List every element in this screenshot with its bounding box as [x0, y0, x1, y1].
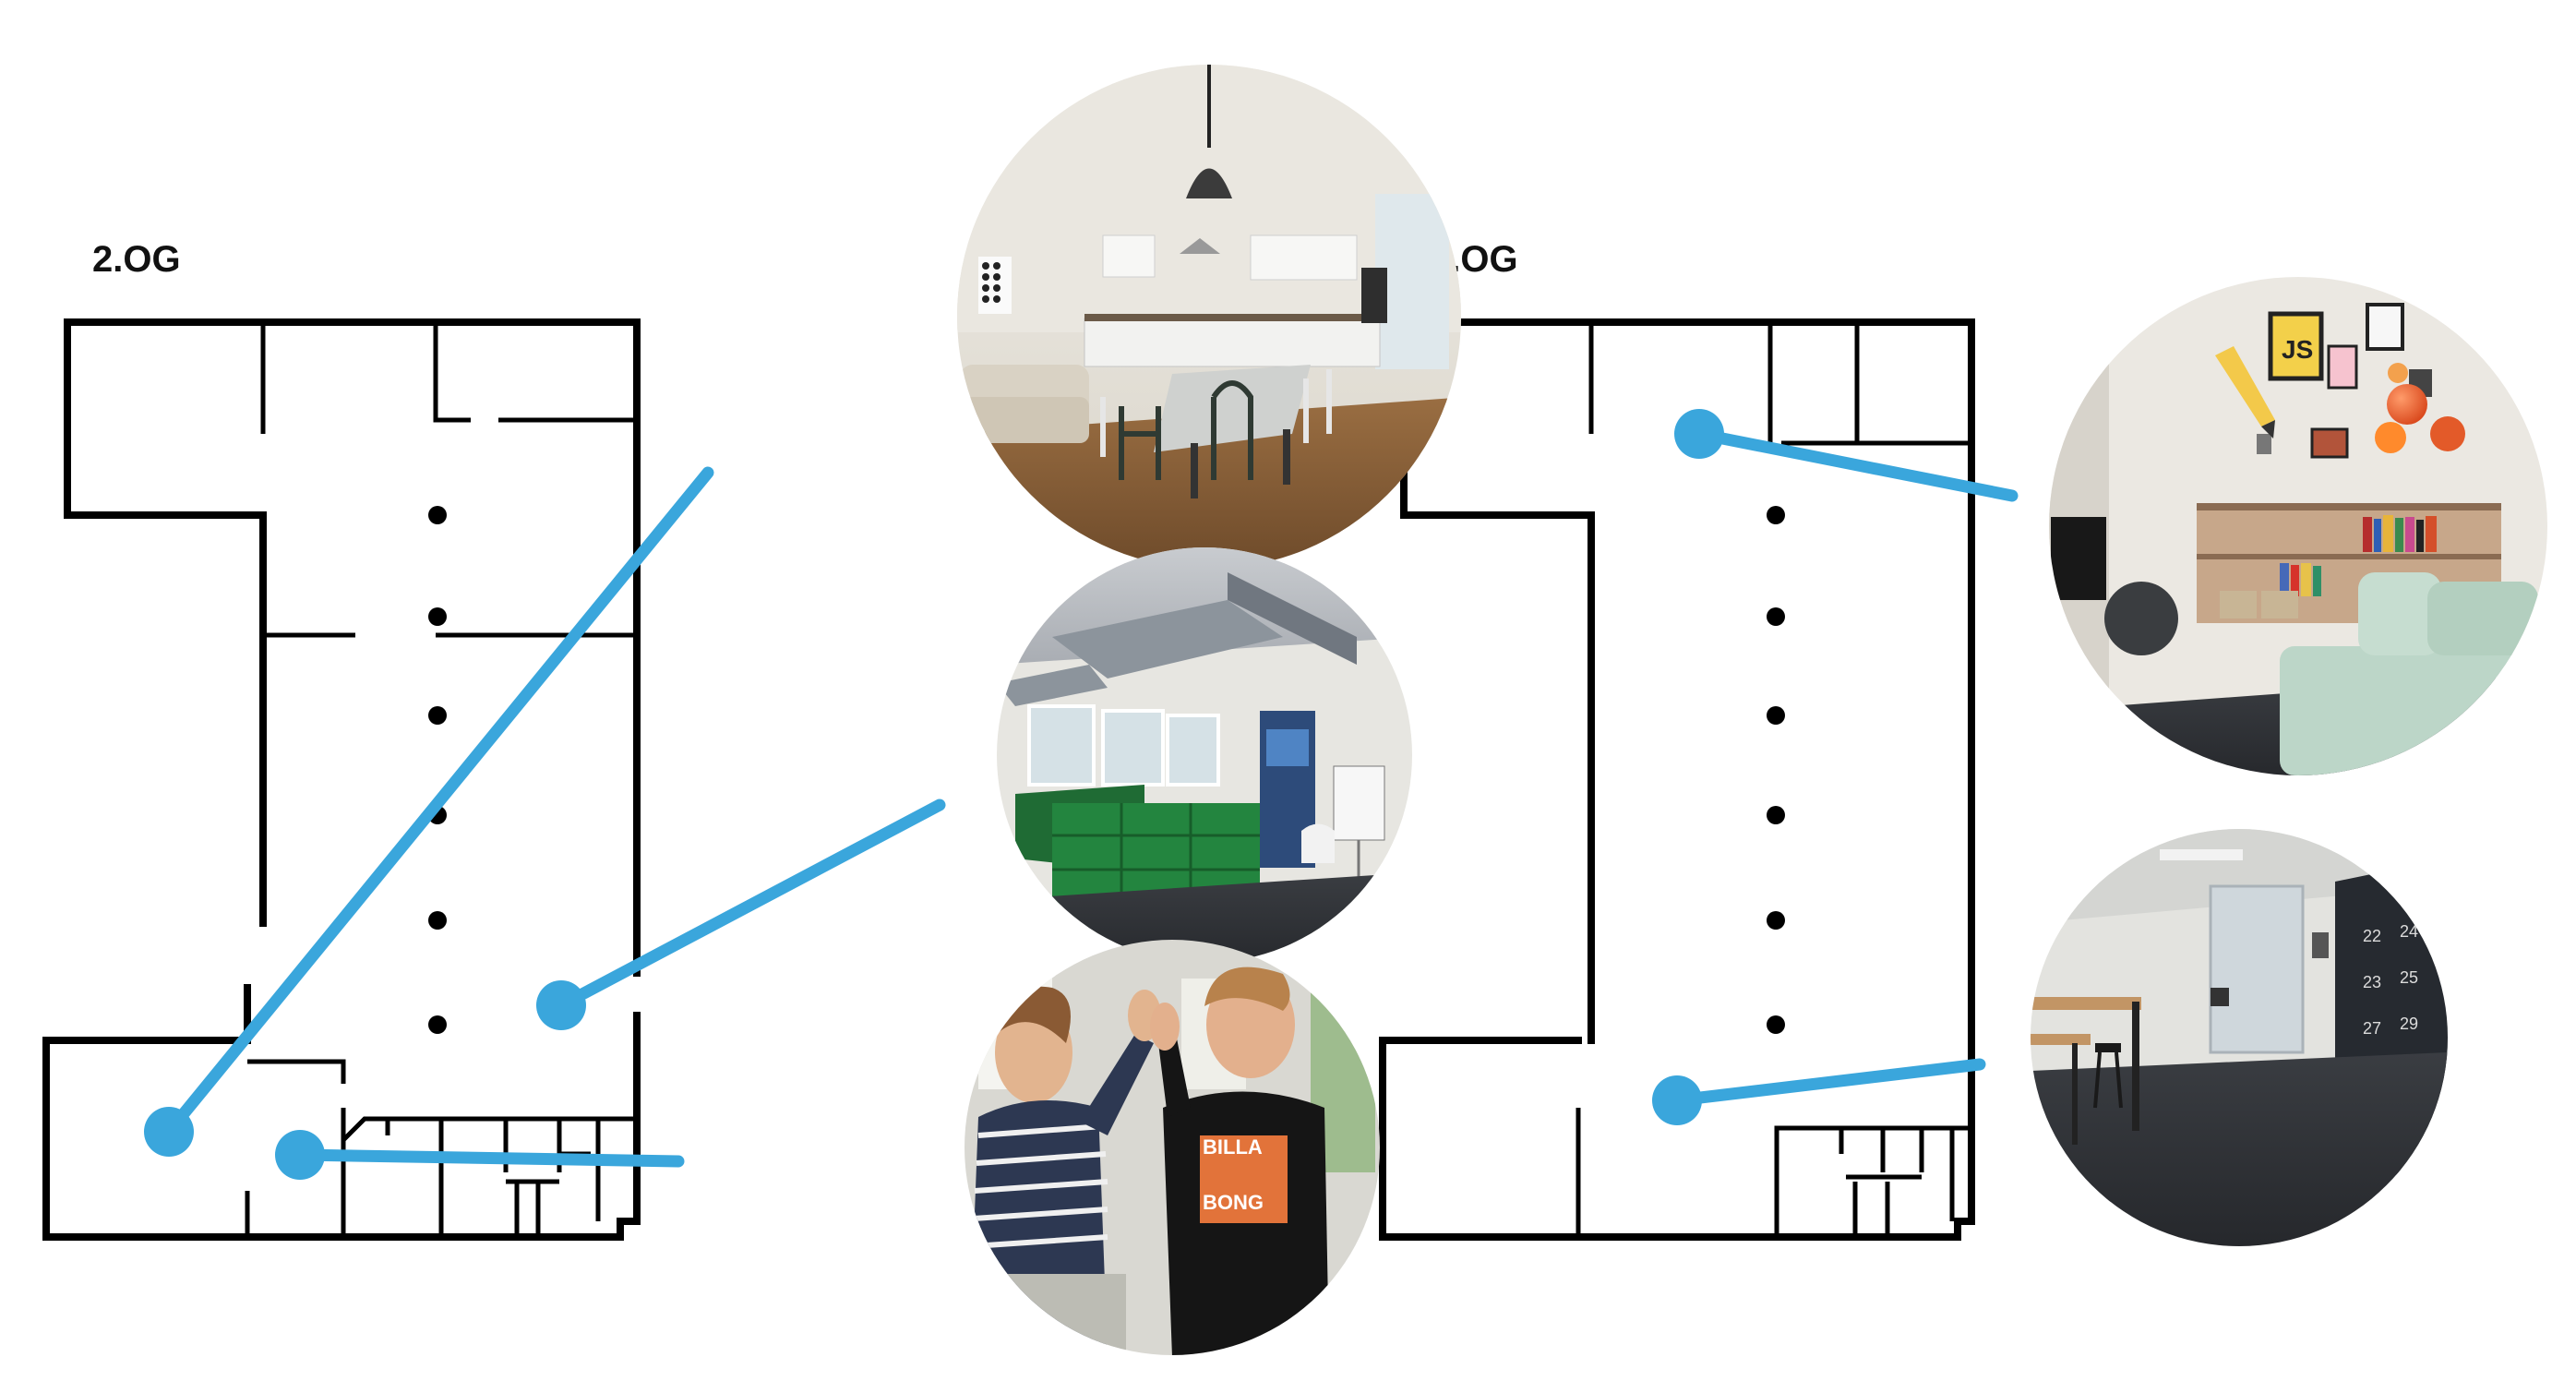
column-dot: [428, 506, 447, 524]
photo-lounge[interactable]: JS: [2044, 272, 2552, 780]
column-dot: [428, 1015, 447, 1034]
connector-workspace: [1671, 1058, 1986, 1107]
column-dot: [1767, 1015, 1785, 1034]
location-pin-team[interactable]: [275, 1130, 325, 1180]
column-dot: [428, 706, 447, 725]
floor-plan-2og: [42, 318, 641, 1241]
location-pin-kitchen[interactable]: [144, 1107, 194, 1157]
connector-kitchen: [162, 466, 714, 1138]
svg-text:JS: JS: [2282, 335, 2313, 364]
column-dot: [428, 911, 447, 930]
connectors: [144, 409, 2019, 1180]
location-pin-reception[interactable]: [536, 980, 586, 1030]
svg-text:BONG: BONG: [1203, 1191, 1264, 1214]
photo-workspace[interactable]: 22 24 23 25 27 29 26: [2031, 829, 2448, 1246]
floor-label-2og: 2.OG: [92, 239, 181, 280]
svg-text:BILLA: BILLA: [1203, 1135, 1263, 1159]
svg-text:25: 25: [2400, 968, 2418, 987]
photo-reception[interactable]: [992, 545, 1417, 969]
column-dot: [1767, 806, 1785, 824]
svg-text:24: 24: [2400, 922, 2418, 941]
svg-text:23: 23: [2363, 973, 2381, 991]
location-pin-workspace[interactable]: [1652, 1075, 1702, 1125]
connector-lounge: [1693, 427, 2019, 502]
svg-text:29: 29: [2400, 1015, 2418, 1033]
connector-reception: [555, 799, 946, 1012]
svg-text:22: 22: [2363, 927, 2381, 945]
location-pin-lounge[interactable]: [1674, 409, 1724, 459]
connector-team: [294, 1148, 685, 1168]
column-dot: [1767, 706, 1785, 725]
svg-text:27: 27: [2363, 1019, 2381, 1038]
column-dot: [1767, 607, 1785, 626]
column-dot: [428, 607, 447, 626]
column-dot: [1767, 506, 1785, 524]
column-dot: [1767, 911, 1785, 930]
photo-kitchen[interactable]: [951, 55, 1468, 572]
photo-team[interactable]: BILLA BONG: [960, 937, 1384, 1362]
